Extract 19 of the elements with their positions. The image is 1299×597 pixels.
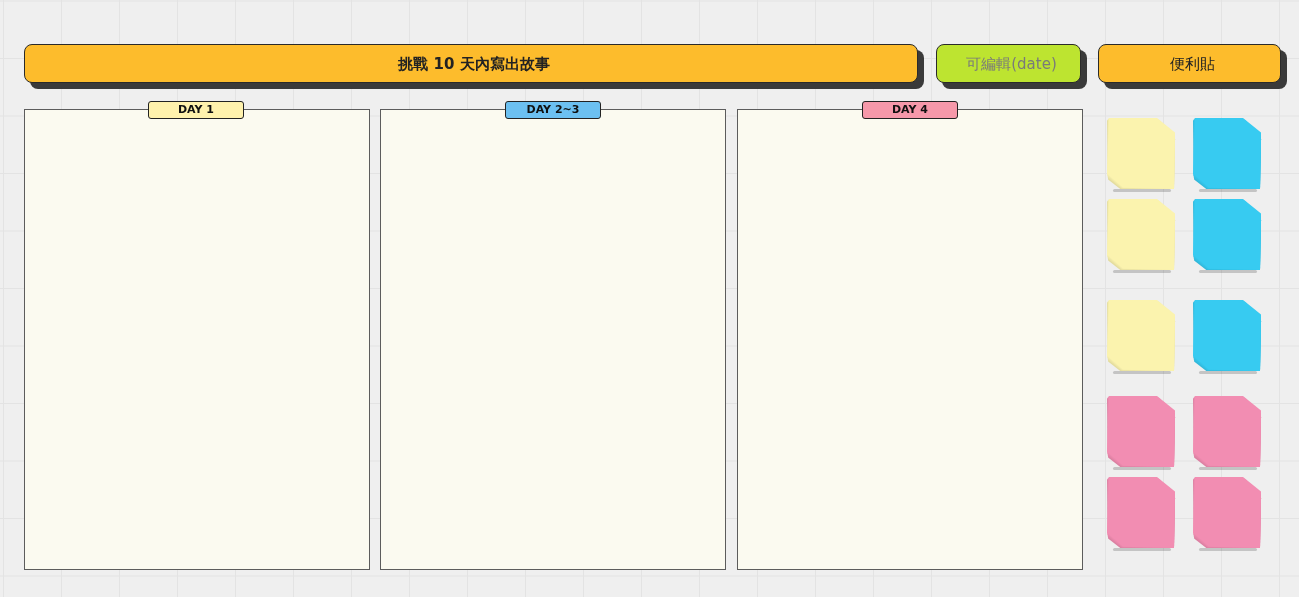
sticky-note-stack: [1105, 298, 1177, 375]
bar-label: 挑戰 10 天內寫出故事: [398, 54, 550, 73]
sticky-note-stack: [1191, 298, 1263, 375]
sticky-note-stack: [1105, 394, 1177, 471]
day-tag: DAY 4: [862, 101, 958, 119]
bar-label: 可編輯(date): [966, 54, 1057, 73]
bar-label: 便利貼: [1170, 54, 1215, 73]
day-tag: DAY 2~3: [505, 101, 601, 119]
header-bar: [1098, 44, 1287, 89]
sticky-note-stack: [1191, 475, 1263, 552]
sticky-note-stack: [1191, 197, 1263, 274]
sticky-note-stack: [1191, 394, 1263, 471]
sticky-note-stack: [1191, 116, 1263, 193]
day-tag: DAY 1: [148, 101, 244, 119]
title-bar: [24, 44, 924, 89]
sticky-note-stack: [1105, 116, 1177, 193]
sticky-note-stack: [1105, 475, 1177, 552]
date-bar: [936, 44, 1087, 89]
sticky-note-stack: [1105, 197, 1177, 274]
